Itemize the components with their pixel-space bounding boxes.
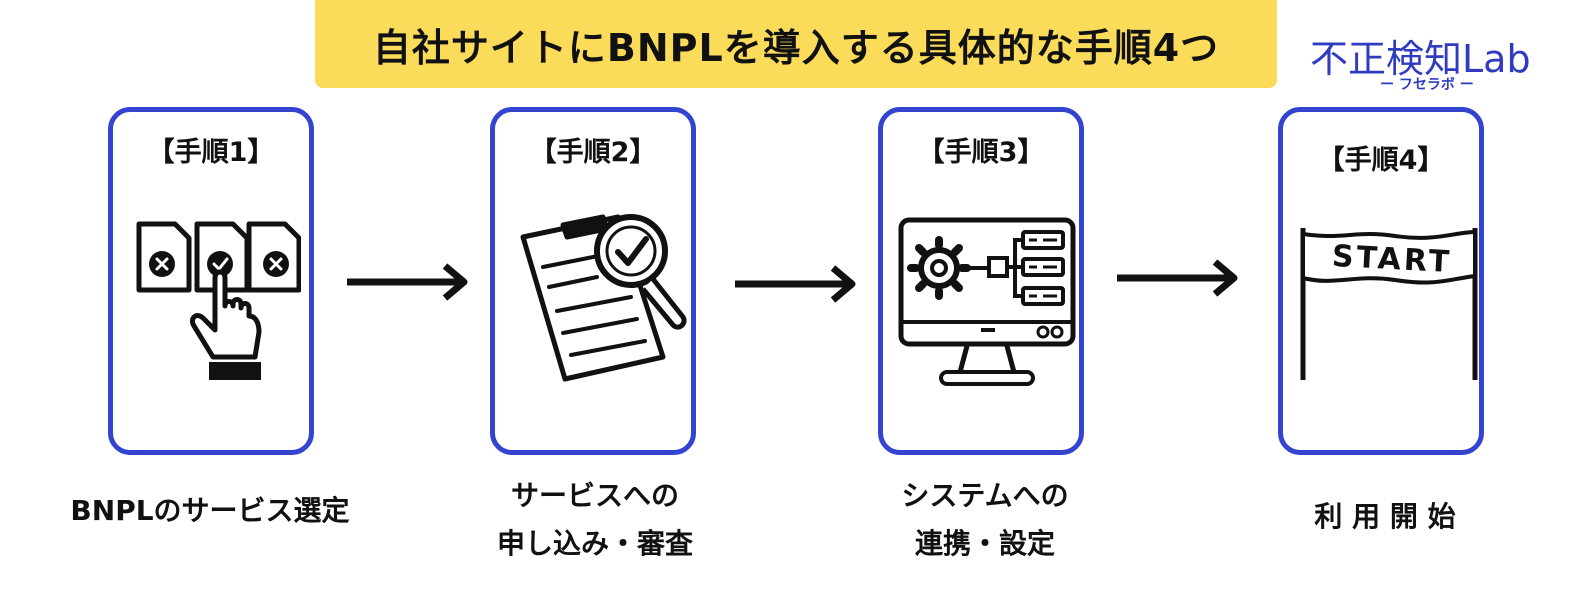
step-1-caption: BNPLのサービス選定 bbox=[40, 487, 380, 535]
step-4-label: 【手順4】 bbox=[1317, 145, 1445, 176]
step-1-label: 【手順1】 bbox=[147, 137, 275, 168]
start-banner-icon bbox=[1300, 228, 1478, 380]
start-banner-text: START bbox=[1331, 238, 1453, 281]
step-2-caption-line-2: 申し込み・審査 bbox=[496, 527, 693, 560]
logo-name: 不正検知Lab bbox=[1310, 37, 1531, 81]
step-4-card: 【手順4】 START bbox=[1278, 107, 1484, 455]
step-3-caption-line-1: システムへの bbox=[901, 479, 1069, 512]
arrow-right-icon bbox=[347, 263, 468, 301]
step-1-card: 【手順1】 bbox=[108, 107, 314, 455]
step-3-caption-line-2: 連携・設定 bbox=[914, 527, 1055, 560]
step-3-label: 【手順3】 bbox=[917, 137, 1045, 168]
step-4-caption-line: 利 用 開 始 bbox=[1314, 500, 1456, 533]
step-2-label: 【手順2】 bbox=[529, 137, 657, 168]
logo: 不正検知Lab ー フセラボ ー bbox=[1310, 28, 1560, 98]
step-2-card: 【手順2】 bbox=[490, 107, 696, 455]
arrow-right-icon bbox=[1117, 259, 1238, 297]
step-1-caption-line: BNPLのサービス選定 bbox=[70, 494, 350, 527]
logo-subtitle: ー フセラボ ー bbox=[1380, 77, 1474, 93]
step-2-caption: サービスへの 申し込み・審査 bbox=[440, 472, 750, 568]
title-banner: 自社サイトにBNPLを導入する具体的な手順4つ bbox=[315, 0, 1277, 88]
step-3-card: 【手順3】 bbox=[878, 107, 1084, 455]
step-4-caption: 利 用 開 始 bbox=[1230, 493, 1540, 541]
monitor-gear-settings-icon bbox=[898, 217, 1076, 386]
document-select-hand-icon bbox=[136, 221, 301, 380]
step-2-caption-line-1: サービスへの bbox=[510, 479, 679, 512]
clipboard-magnifier-check-icon bbox=[520, 214, 687, 382]
step-3-caption: システムへの 連携・設定 bbox=[830, 472, 1140, 568]
diagram-title: 自社サイトにBNPLを導入する具体的な手順4つ bbox=[372, 25, 1220, 70]
arrow-right-icon bbox=[735, 265, 856, 303]
